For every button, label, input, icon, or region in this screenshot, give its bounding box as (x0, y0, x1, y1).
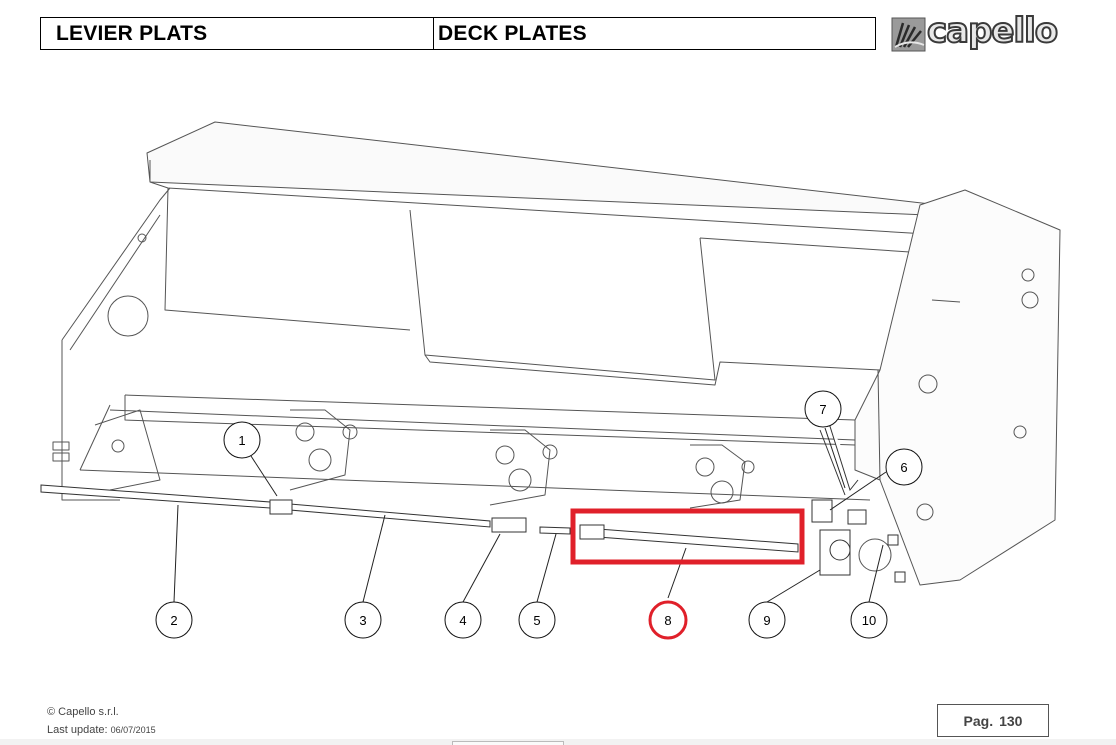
callout-number: 2 (170, 613, 177, 628)
page-number-box: Pag. 130 (937, 704, 1049, 737)
callout-leaders (173, 427, 887, 603)
callout-4[interactable]: 4 (444, 601, 482, 639)
title-english: DECK PLATES (438, 21, 587, 45)
scrollbar-thumb[interactable] (452, 741, 564, 745)
callout-3[interactable]: 3 (344, 601, 382, 639)
callout-number: 6 (900, 460, 907, 475)
callout-9[interactable]: 9 (748, 601, 786, 639)
copyright-text: © Capello s.r.l. (47, 706, 119, 718)
callout-6[interactable]: 6 (885, 448, 923, 486)
callout-5[interactable]: 5 (518, 601, 556, 639)
callout-number: 1 (238, 433, 245, 448)
callout-number: 5 (533, 613, 540, 628)
last-update-label: Last update: (47, 724, 108, 736)
callout-circle (804, 390, 842, 428)
lever-shafts (40, 419, 906, 583)
title-table: LEVIER PLATS DECK PLATES (40, 17, 876, 50)
callout-2[interactable]: 2 (155, 601, 193, 639)
callout-10[interactable]: 10 (850, 601, 888, 639)
capello-logo: capello (891, 10, 1059, 53)
callout-number: 9 (763, 613, 770, 628)
callout-circle (344, 601, 382, 639)
page-label: Pag. (963, 712, 994, 729)
callout-number: 8 (664, 613, 671, 628)
title-french: LEVIER PLATS (41, 18, 434, 49)
callout-circle (850, 601, 888, 639)
callout-circle (885, 448, 923, 486)
highlight-rectangle (570, 508, 805, 565)
callout-circle (444, 601, 482, 639)
logo-emblem-icon (891, 17, 926, 52)
callout-7[interactable]: 7 (804, 390, 842, 428)
callout-number: 10 (862, 613, 876, 628)
callout-8[interactable]: 8 (648, 600, 688, 640)
logo-wordmark: capello (926, 10, 1059, 52)
last-update-date: 06/07/2015 (110, 725, 156, 735)
callout-circle (748, 601, 786, 639)
header-frame-outline (52, 121, 1061, 586)
callout-number: 3 (359, 613, 366, 628)
last-update: Last update: 06/07/2015 (47, 724, 156, 736)
callout-1[interactable]: 1 (223, 421, 261, 459)
callout-bubbles: 1 2 3 4 5 6 7 8 9 10 (155, 390, 923, 640)
page-number: 130 (999, 712, 1023, 729)
callout-number: 4 (459, 613, 466, 628)
callout-circle (223, 421, 261, 459)
callout-circle (518, 601, 556, 639)
callout-circle (648, 600, 688, 640)
callout-circle (155, 601, 193, 639)
callout-number: 7 (819, 402, 826, 417)
